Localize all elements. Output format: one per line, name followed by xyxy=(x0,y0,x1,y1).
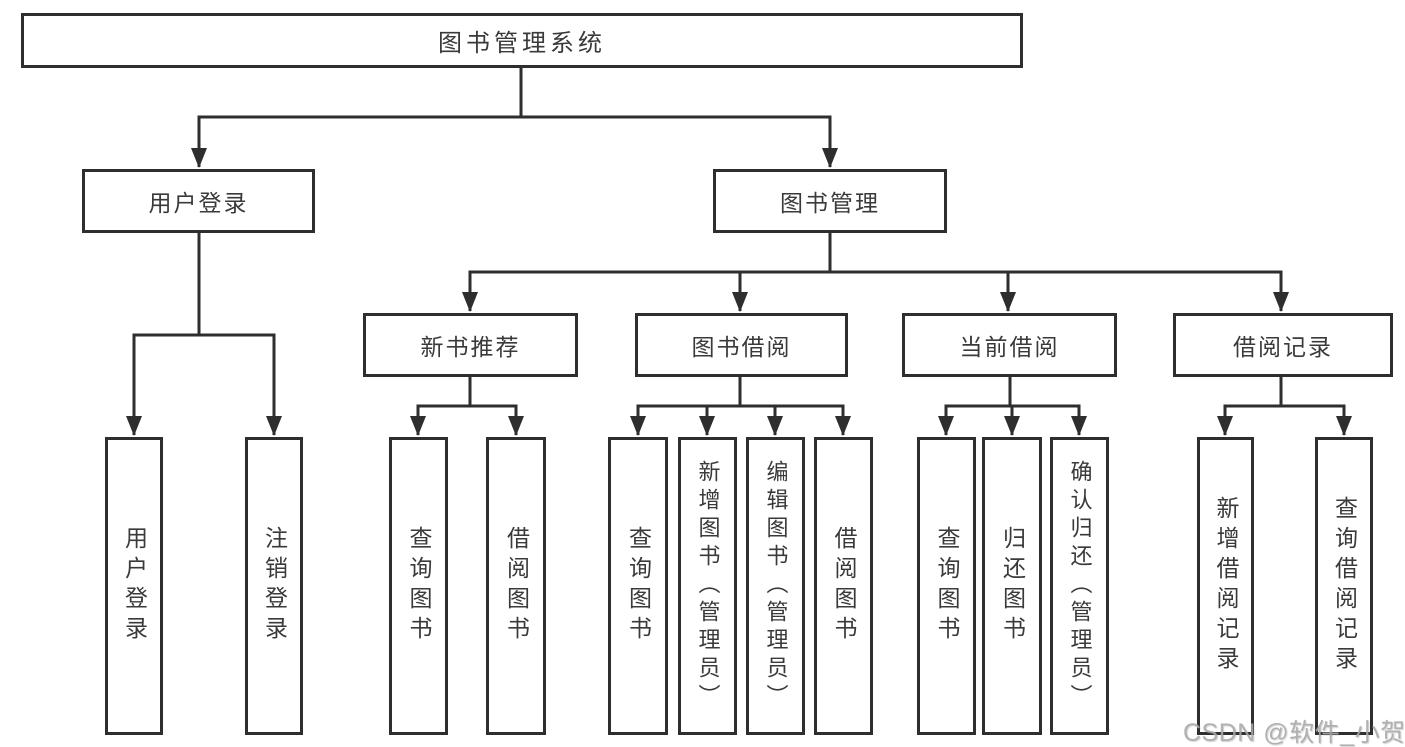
csdn-watermark: CSDN @软件_小贺同学 xyxy=(1183,719,1405,747)
node-label: 查询图书 xyxy=(406,526,432,646)
node-book-management: 图书管理 xyxy=(713,169,947,233)
node-book-borrowing: 图书借阅 xyxy=(635,313,848,377)
node-leaf-borrow-books: 借阅图书 xyxy=(814,437,873,735)
node-label: 归还图书 xyxy=(999,526,1026,646)
node-leaf-add-books-admin: 新增图书（管理员） xyxy=(678,437,737,735)
node-leaf-confirm-return-admin: 确认归还（管理员） xyxy=(1050,437,1109,735)
node-label: 图书借阅 xyxy=(691,334,792,360)
node-leaf-query-borrow-record: 查询借阅记录 xyxy=(1315,437,1373,735)
node-root-library-management-system: 图书管理系统 xyxy=(21,13,1023,68)
node-label: 注销登录 xyxy=(261,526,288,646)
node-label: 用户登录 xyxy=(121,526,148,646)
node-leaf-query-books-borrowing: 查询图书 xyxy=(608,437,668,735)
node-label: 查询图书 xyxy=(625,526,652,646)
node-label: 编辑图书（管理员） xyxy=(763,460,789,712)
node-leaf-return-books: 归还图书 xyxy=(982,437,1042,735)
node-label: 借阅记录 xyxy=(1233,334,1333,360)
node-label: 新增图书（管理员） xyxy=(695,460,721,712)
node-label: 图书管理 xyxy=(780,190,880,216)
node-label: 新书推荐 xyxy=(420,334,521,360)
node-label: 查询图书 xyxy=(934,526,960,646)
node-leaf-borrow-books-recommend: 借阅图书 xyxy=(486,437,546,735)
node-label: 当前借阅 xyxy=(959,334,1060,360)
node-leaf-query-books-recommend: 查询图书 xyxy=(389,437,448,735)
node-new-book-recommendation: 新书推荐 xyxy=(363,313,578,377)
node-leaf-user-login: 用户登录 xyxy=(105,437,163,735)
node-label: 查询借阅记录 xyxy=(1331,496,1358,676)
node-current-borrowing: 当前借阅 xyxy=(902,313,1117,377)
node-label: 确认归还（管理员） xyxy=(1067,460,1093,712)
node-borrowing-records: 借阅记录 xyxy=(1173,313,1393,377)
node-user-login: 用户登录 xyxy=(82,169,315,233)
node-label: 借阅图书 xyxy=(503,526,530,646)
node-label: 用户登录 xyxy=(148,190,249,216)
node-leaf-logout: 注销登录 xyxy=(245,437,303,735)
node-leaf-query-books-current: 查询图书 xyxy=(917,437,976,735)
node-label: 新增借阅记录 xyxy=(1213,496,1239,676)
node-leaf-edit-books-admin: 编辑图书（管理员） xyxy=(746,437,805,735)
node-leaf-add-borrow-record: 新增借阅记录 xyxy=(1197,437,1254,735)
node-label: 图书管理系统 xyxy=(438,30,606,57)
node-label: 借阅图书 xyxy=(831,526,857,646)
